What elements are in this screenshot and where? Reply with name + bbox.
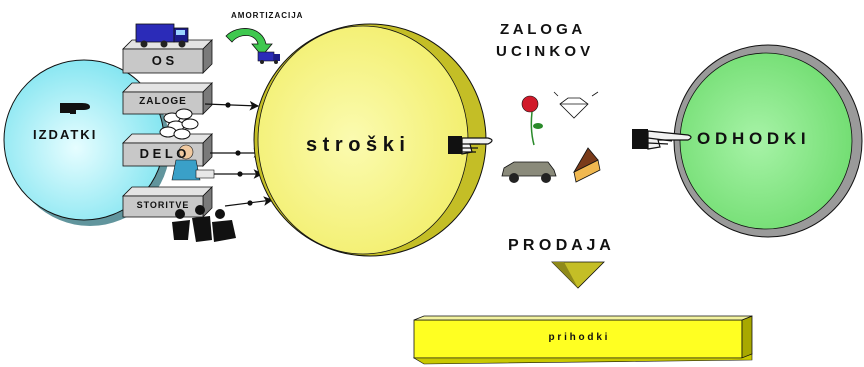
prihodki-label: p r i h o d k i bbox=[548, 332, 608, 343]
prodaja-label: P R O D A J A bbox=[508, 237, 611, 254]
zaloga-ucinkov-line2: U C I N K O V bbox=[496, 43, 591, 60]
prihodki-box bbox=[412, 315, 753, 365]
prodaja-funnel bbox=[551, 261, 605, 289]
diamond-icon bbox=[553, 91, 599, 119]
izdatki-label: IZDATKI bbox=[33, 127, 98, 142]
rose-icon bbox=[521, 95, 543, 146]
stroski-circle bbox=[253, 23, 487, 257]
box-zaloge-label: ZALOGE bbox=[139, 96, 187, 107]
car-icon bbox=[501, 161, 557, 183]
coins-icon bbox=[159, 108, 199, 140]
amortizacija-label: AMORTIZACIJA bbox=[231, 11, 304, 20]
worker-icon bbox=[171, 144, 215, 181]
zaloga-ucinkov-line1: Z A L O G A bbox=[500, 21, 583, 38]
pointing-hand-icon bbox=[60, 103, 692, 155]
people-icon bbox=[172, 205, 236, 242]
box-storitve-label: STORITVE bbox=[136, 200, 190, 210]
odhodki-circle bbox=[673, 44, 863, 238]
truck-icon bbox=[135, 23, 189, 48]
box-zaloge bbox=[122, 82, 213, 115]
cake-icon bbox=[572, 147, 601, 183]
van-icon bbox=[257, 51, 280, 64]
curved-arrow-icon bbox=[225, 28, 273, 57]
stroski-label: s t r o š k i bbox=[306, 134, 405, 156]
odhodki-label: O D H O D K I bbox=[697, 129, 806, 148]
box-os-label: O S bbox=[151, 53, 175, 68]
flow-arrows bbox=[204, 100, 274, 207]
box-delo-label: D E L O bbox=[139, 146, 187, 161]
